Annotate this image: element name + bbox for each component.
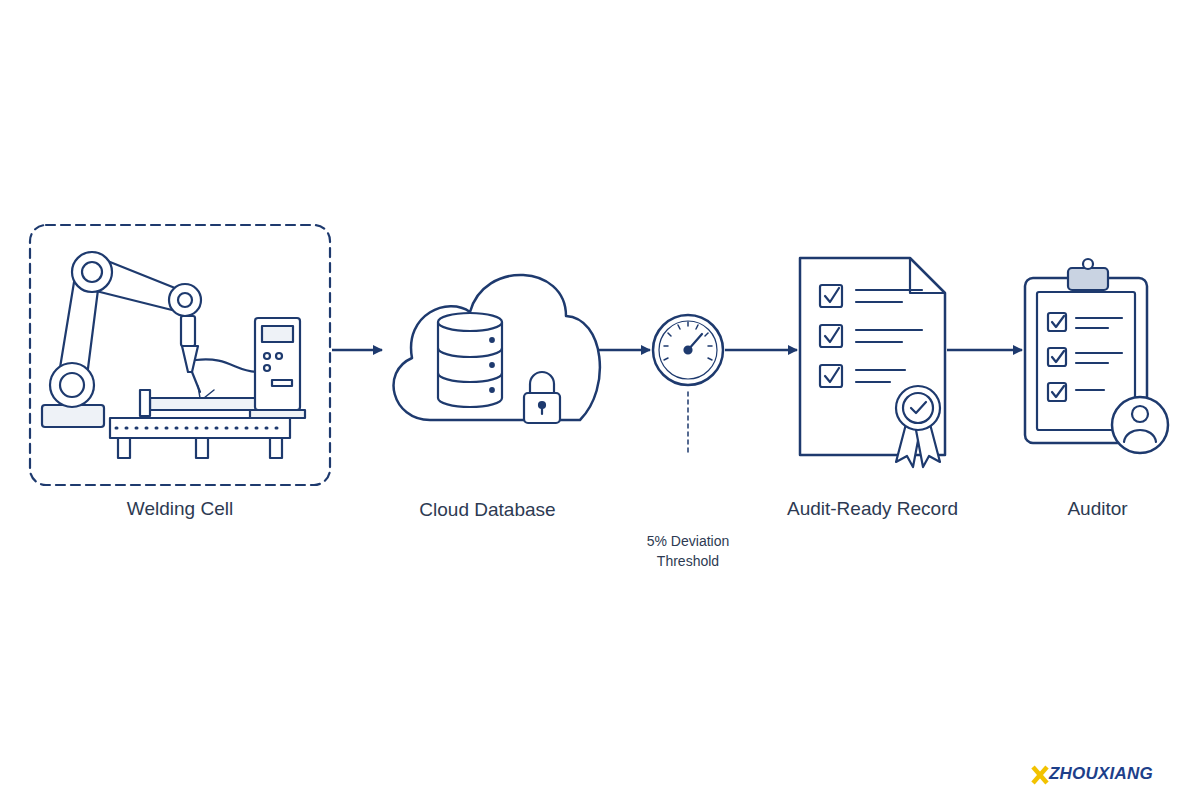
flow-arrow	[332, 349, 382, 352]
node-label: Welding Cell	[30, 497, 330, 521]
node-label: Audit-Ready Record	[758, 497, 988, 521]
gauge-icon	[653, 315, 723, 456]
node-label: Cloud Database	[368, 498, 608, 522]
flow-arrow	[947, 349, 1022, 352]
auditor-clipboard-icon	[1025, 259, 1168, 453]
welding-cell-node: Welding Cell	[30, 225, 330, 521]
node-shape	[30, 225, 330, 485]
flow-arrow	[592, 349, 650, 352]
node-shape	[800, 255, 945, 455]
brand-watermark: ZHOUXIANG	[1049, 764, 1153, 784]
node-label: 5% Deviation Threshold	[623, 531, 753, 572]
audit-record-icon	[800, 258, 945, 467]
node-shape	[385, 262, 590, 425]
node-shape	[653, 315, 723, 385]
audit-record-node: Audit-Ready Record	[800, 255, 945, 521]
node-shape	[1025, 262, 1170, 457]
cloud-database-icon	[394, 275, 600, 423]
cloud-database-node: Cloud Database	[385, 262, 590, 522]
node-label: Auditor	[1018, 497, 1178, 521]
logo-mark	[1033, 767, 1047, 783]
welding-cell-illustration	[30, 225, 330, 485]
threshold-gauge-node: 5% Deviation Threshold	[653, 315, 723, 572]
auditor-node: Auditor	[1025, 262, 1170, 521]
flow-arrow	[725, 349, 797, 352]
